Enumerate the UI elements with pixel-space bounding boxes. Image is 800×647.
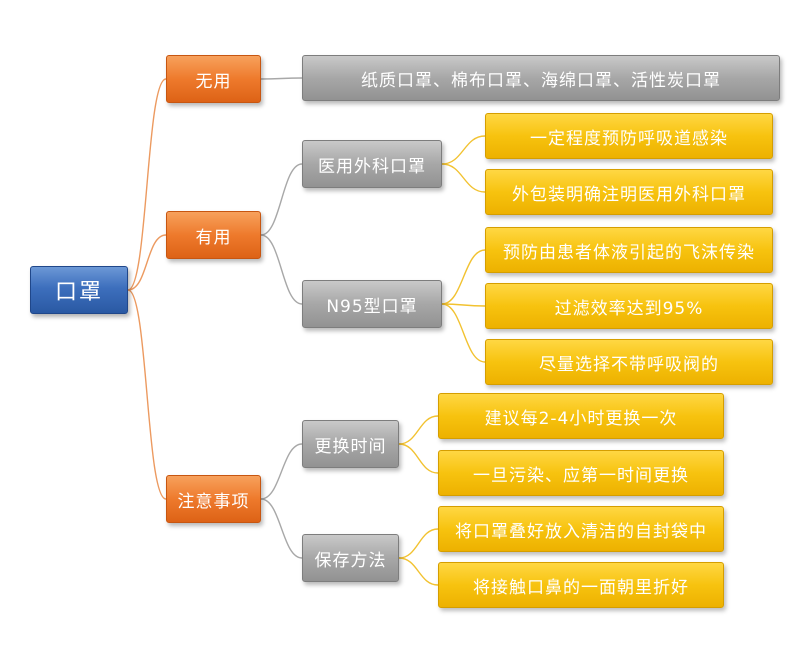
connector-sub3-leaf7: [398, 528, 439, 559]
connector-sub0-leaf1: [441, 163, 486, 193]
connector-sub0-leaf0: [441, 135, 486, 165]
connector-root-cat1: [127, 234, 167, 291]
leaf-replace-when-dirty: 一旦污染、应第一时间更换: [438, 450, 724, 496]
category-useful: 有用: [166, 211, 261, 259]
category-precautions: 注意事项: [166, 475, 261, 523]
leaf-n95-droplet: 预防由患者体液引起的飞沫传染: [485, 227, 773, 273]
branch-medical-surgical-mask: 医用外科口罩: [302, 140, 442, 188]
branch-replacement-time: 更换时间: [302, 420, 399, 468]
branch-n95-mask: N95型口罩: [302, 280, 442, 328]
connector-sub1-leaf3: [441, 303, 486, 307]
connector-sub1-leaf4: [441, 303, 486, 363]
connector-sub3-leaf8: [398, 557, 439, 586]
leaf-n95-filtration: 过滤效率达到95%: [485, 283, 773, 329]
leaf-useless-mask-types: 纸质口罩、棉布口罩、海绵口罩、活性炭口罩: [302, 55, 780, 101]
connector-root-cat2: [127, 289, 167, 500]
leaf-surgical-packaging: 外包装明确注明医用外科口罩: [485, 169, 773, 215]
connector-cat1-sub1: [260, 234, 303, 305]
connector-sub2-leaf5: [398, 415, 439, 445]
connector-sub2-leaf6: [398, 443, 439, 474]
connector-cat1-sub0: [260, 163, 303, 236]
category-useless: 无用: [166, 55, 261, 103]
leaf-fold-inside: 将接触口鼻的一面朝里折好: [438, 562, 724, 608]
leaf-n95-no-valve: 尽量选择不带呼吸阀的: [485, 339, 773, 385]
leaf-replace-interval: 建议每2-4小时更换一次: [438, 393, 724, 439]
leaf-surgical-protection: 一定程度预防呼吸道感染: [485, 113, 773, 159]
connector-cat2-sub3: [260, 498, 303, 559]
connector-cat2-sub2: [260, 443, 303, 500]
connector-root-cat0: [127, 78, 167, 291]
leaf-store-in-bag: 将口罩叠好放入清洁的自封袋中: [438, 506, 724, 552]
connector-cat0-leaf: [260, 77, 303, 80]
branch-storage-method: 保存方法: [302, 534, 399, 582]
root-node-mask: 口罩: [30, 266, 128, 314]
connector-sub1-leaf2: [441, 249, 486, 305]
